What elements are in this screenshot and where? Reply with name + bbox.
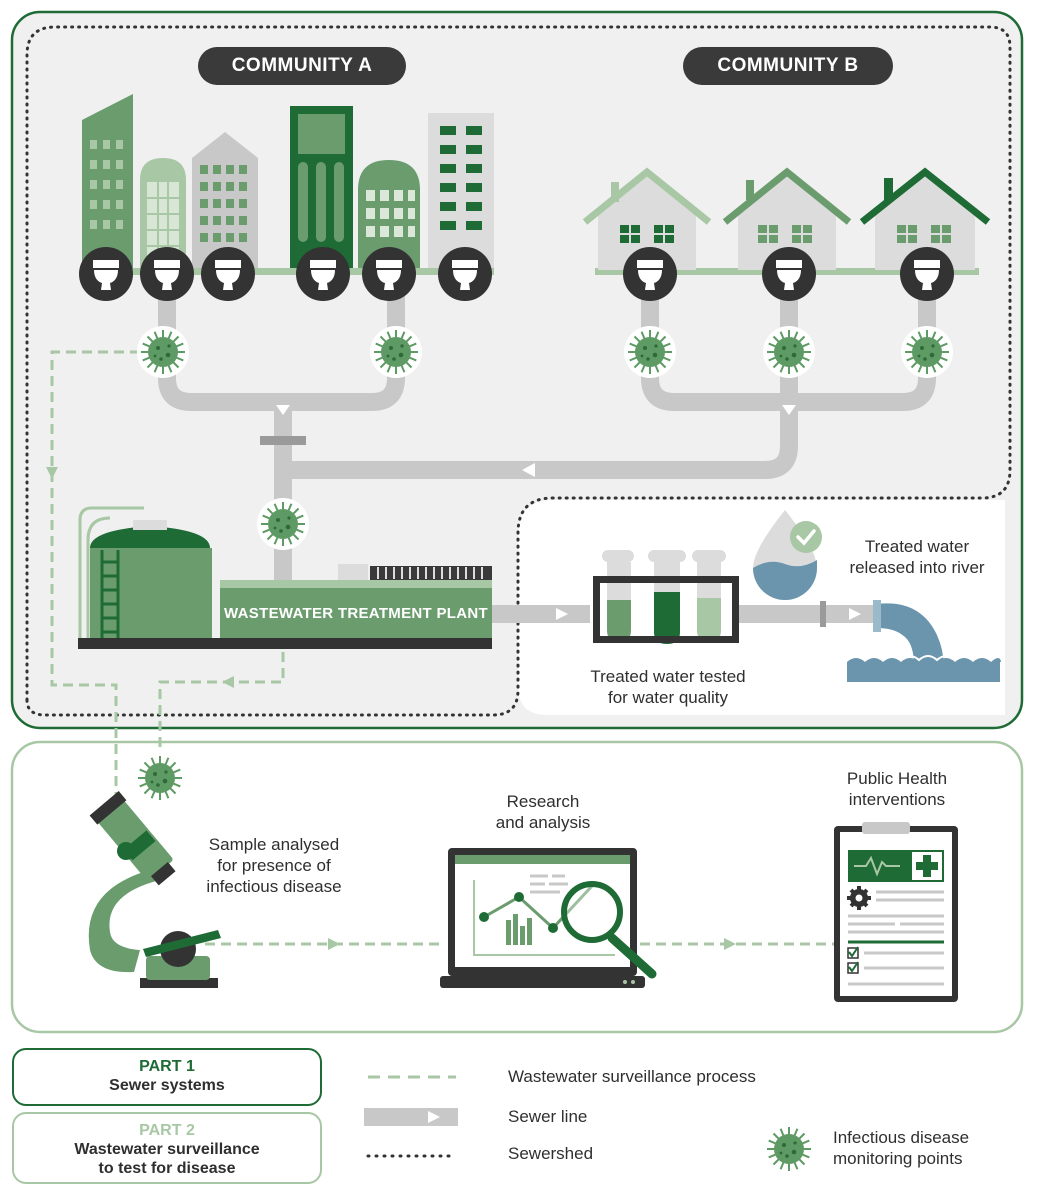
outfall-pipe-icon (870, 598, 1000, 684)
water-released-label: Treated water released into river (849, 537, 985, 577)
part-1-title: PART 1 (139, 1058, 195, 1075)
legend-monitoring-label: Infectious disease monitoring points (833, 1128, 970, 1168)
research-analysis-label: Research and analysis (495, 792, 591, 832)
virus-icon (763, 1123, 815, 1175)
public-health-label: Public Health interventions (846, 769, 948, 809)
microscope-icon (80, 790, 220, 990)
community-a-label: COMMUNITY A (198, 47, 406, 85)
part-1-subtitle: Sewer systems (109, 1077, 225, 1094)
laptop-icon (440, 846, 650, 990)
water-drop-icon (752, 508, 824, 604)
part-2-title: PART 2 (139, 1122, 195, 1139)
legend-process-label: Wastewater surveillance process (508, 1067, 756, 1086)
sample-analysed-label: Sample analysed for presence of infectio… (206, 835, 342, 896)
treatment-plant-label: WASTEWATER TREATMENT PLANT (224, 605, 488, 622)
legend-sewer-label: Sewer line (508, 1107, 588, 1126)
water-tested-label: Treated water tested for water quality (590, 667, 746, 707)
community-b-label: COMMUNITY B (683, 47, 893, 85)
part-1-box: PART 1 Sewer systems (12, 1048, 322, 1106)
part-2-box: PART 2 Wastewater surveillance to test f… (12, 1112, 322, 1184)
part-2-subtitle: Wastewater surveillance to test for dise… (74, 1141, 260, 1177)
legend-sewershed-label: Sewershed (508, 1144, 594, 1163)
test-tubes-icon (590, 548, 742, 646)
clipboard-icon (834, 822, 958, 1002)
